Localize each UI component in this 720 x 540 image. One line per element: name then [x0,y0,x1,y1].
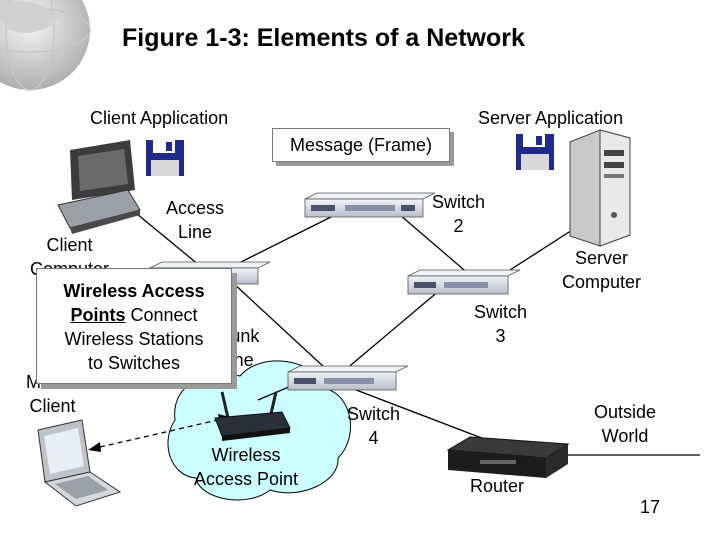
switch-3-icon [407,269,521,295]
wireless-access-point-label: Wireless Access Point [194,445,299,489]
switch-4-label: Switch 4 [347,404,401,448]
wireless-link [99,419,219,448]
globe-logo-icon [0,0,91,91]
message-frame-label: Message (Frame) [289,135,433,155]
laptop-icon [37,419,122,507]
callout-line-3: Wireless Stations [64,329,204,349]
page-number: 17 [639,497,660,517]
callout-line-4: to Switches [87,353,181,373]
switch-2-icon [304,192,436,218]
router-label: Router [470,476,525,496]
callout-line-2: Points Connect [70,305,198,325]
server-application-label: Server Application [478,108,624,128]
server-computer-label: Server Computer [562,248,642,292]
access-line-label: Access Line [166,198,225,242]
floppy-disk-icon [516,134,554,170]
wireless-callout-box: Wireless Access Points Connect Wireless … [36,268,232,384]
client-computer-icon [57,140,141,234]
switch-2-label: Switch 2 [432,192,486,236]
wireless-access-point-icon [214,391,291,441]
client-application-label: Client Application [90,108,229,128]
floppy-disk-icon [146,140,184,176]
server-computer-icon [569,129,631,247]
switch-3-label: Switch 3 [474,302,528,346]
switch-4-icon [287,365,409,391]
arrowhead-left-icon [88,442,101,452]
router-icon [446,436,570,478]
message-frame-box: Message (Frame) [272,128,450,162]
callout-line-1: Wireless Access [63,281,205,301]
outside-world-label: Outside World [594,402,657,446]
figure-title: Figure 1-3: Elements of a Network [122,24,525,52]
